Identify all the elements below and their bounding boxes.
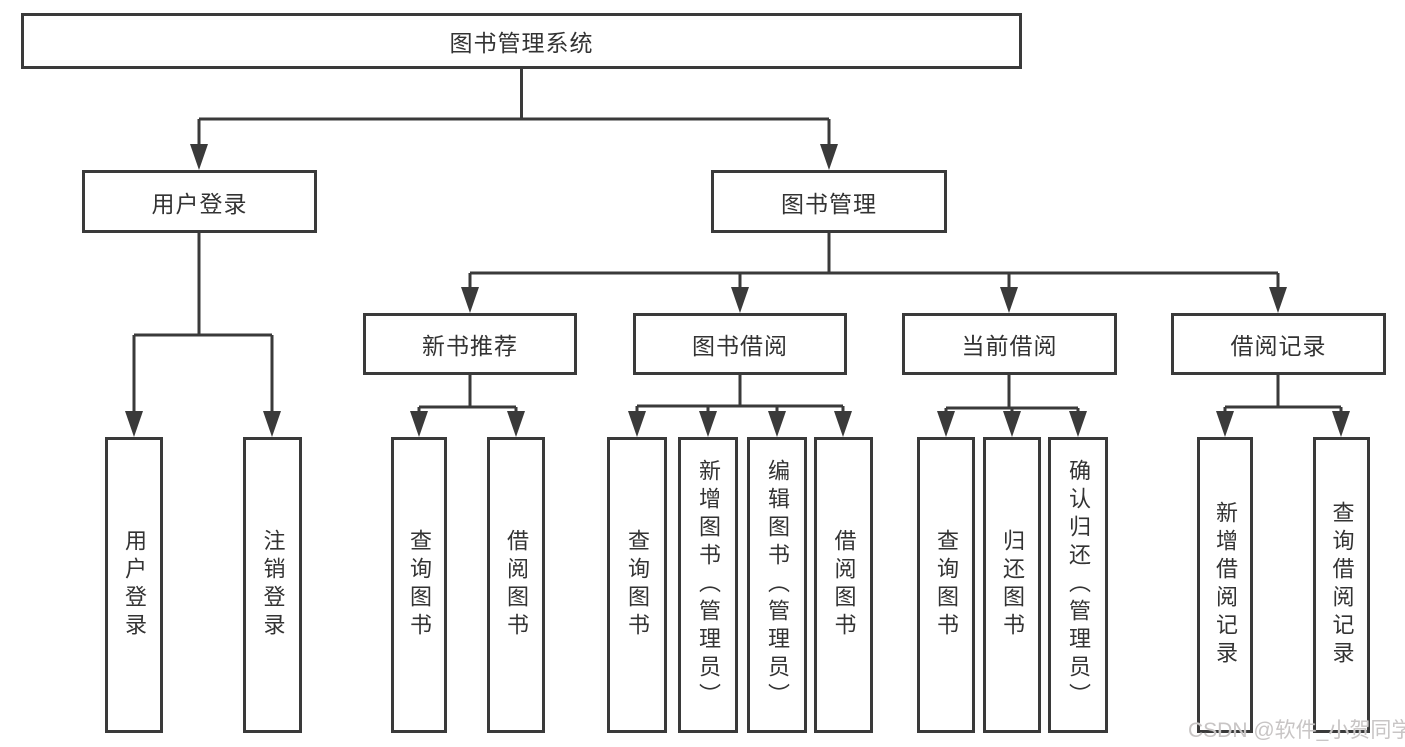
node-leaf-query-borrow-record: 查询借阅记录 xyxy=(1313,437,1370,733)
node-label: 查询图书 xyxy=(625,529,650,641)
node-leaf-add-books-admin: 新增图书（管理员） xyxy=(678,437,738,733)
node-leaf-confirm-return-admin: 确认归还（管理员） xyxy=(1048,437,1108,733)
node-label: 新增图书（管理员） xyxy=(696,459,721,711)
node-label: 用户登录 xyxy=(151,190,248,217)
node-book-borrow: 图书借阅 xyxy=(633,313,847,375)
node-book-management-module: 图书管理 xyxy=(711,170,947,233)
node-leaf-query-books-borrow: 查询图书 xyxy=(607,437,667,733)
node-leaf-logout: 注销登录 xyxy=(243,437,302,733)
node-new-book-recommend: 新书推荐 xyxy=(363,313,577,375)
node-label: 注销登录 xyxy=(260,529,286,641)
node-leaf-user-login: 用户登录 xyxy=(105,437,163,733)
node-label: 确认归还（管理员） xyxy=(1066,459,1091,711)
node-leaf-return-books: 归还图书 xyxy=(983,437,1041,733)
node-label: 图书借阅 xyxy=(692,333,788,359)
node-leaf-query-books-recommend: 查询图书 xyxy=(391,437,447,733)
node-label: 借阅图书 xyxy=(831,529,857,641)
node-label: 查询图书 xyxy=(934,529,959,641)
node-label: 归还图书 xyxy=(1000,529,1025,641)
arrow-down-icon xyxy=(125,144,1350,437)
node-leaf-query-books-current: 查询图书 xyxy=(917,437,975,733)
node-label: 查询图书 xyxy=(407,529,432,641)
node-label: 用户登录 xyxy=(122,529,147,641)
node-label: 编辑图书（管理员） xyxy=(765,459,790,711)
node-borrow-records: 借阅记录 xyxy=(1171,313,1386,375)
node-label: 图书管理 xyxy=(781,190,877,217)
node-label: 查询借阅记录 xyxy=(1329,501,1355,669)
node-label: 借阅记录 xyxy=(1230,333,1327,359)
node-current-borrow: 当前借阅 xyxy=(902,313,1117,375)
node-label: 当前借阅 xyxy=(961,333,1058,359)
node-leaf-edit-books-admin: 编辑图书（管理员） xyxy=(747,437,807,733)
csdn-watermark: CSDN @软件_小贺同学 xyxy=(1188,719,1405,742)
node-leaf-add-borrow-record: 新增借阅记录 xyxy=(1197,437,1253,733)
node-label: 新增借阅记录 xyxy=(1213,501,1238,669)
node-user-login-module: 用户登录 xyxy=(82,170,317,233)
node-leaf-borrow-books: 借阅图书 xyxy=(814,437,873,733)
node-system-root: 图书管理系统 xyxy=(21,13,1022,69)
node-label: 借阅图书 xyxy=(504,529,529,641)
node-leaf-borrow-books-recommend: 借阅图书 xyxy=(487,437,545,733)
node-label: 图书管理系统 xyxy=(449,30,594,56)
node-label: 新书推荐 xyxy=(422,333,518,359)
